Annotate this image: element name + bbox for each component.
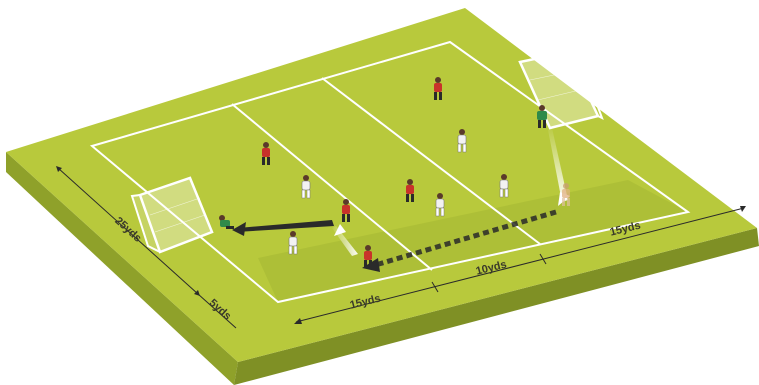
pitch-illustration: 25yds 5yds 15yds 10yds 15yds xyxy=(0,0,759,385)
soccer-drill-diagram: 25yds 5yds 15yds 10yds 15yds xyxy=(0,0,759,385)
